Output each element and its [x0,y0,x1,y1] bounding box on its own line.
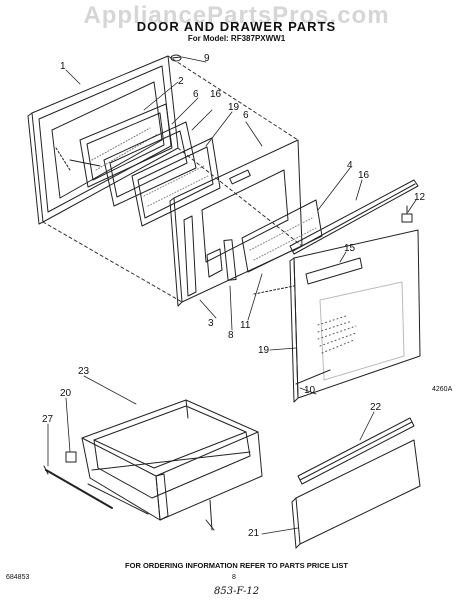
drawer-trim-part-22 [297,417,415,485]
drawer-part-23 [81,399,263,531]
callout-27: 27 [42,414,54,425]
document-number: 684853 [6,574,30,581]
screw-part-9 [170,54,182,62]
door-glass-part-5 [79,103,173,188]
callout-8: 8 [228,330,234,341]
callout-19: 19 [258,345,270,356]
callout-21: 21 [248,528,260,539]
outer-door-assembly [253,229,421,403]
callout-11: 11 [240,320,251,331]
page-letter: 8 [232,574,236,581]
window-glass-part-4 [241,199,323,273]
callout-22: 22 [370,402,382,413]
hinge-bracket-part-12 [401,205,413,223]
callout-6: 6 [243,110,249,121]
vent-dots [317,315,357,354]
inner-door-liner-part-6 [169,139,303,307]
door-trim-part-14 [289,179,419,255]
drawer-front-panel-part-21 [291,439,421,549]
callout-10: 10 [304,385,316,396]
inner-glass-part-17 [131,137,221,227]
callout-14: 16 [358,170,370,181]
leader-lines [47,56,417,535]
callout-9: 9 [204,53,210,64]
callout-2: 2 [178,76,184,87]
callout-3: 3 [208,318,214,329]
callout-12: 12 [414,192,426,203]
callout-20: 20 [60,388,72,399]
drawer-rod-part-27 [43,465,113,509]
ordering-note: FOR ORDERING INFORMATION REFER TO PARTS … [125,561,348,570]
callout-4: 4 [347,160,353,171]
page-title: DOOR AND DRAWER PARTS [136,19,337,34]
handwritten-code: 853-F-12 [214,586,260,597]
callout-17: 19 [228,102,240,113]
callout-5: 6 [193,89,199,100]
outer-door-panel [27,55,179,225]
watermark: AppliancePartsPros.com [83,2,390,29]
drawer-slide-part-20 [65,451,77,463]
projection-outline [42,55,303,303]
model-line: For Model: RF387PXWW1 [187,34,286,43]
door-frame-part-16 [103,121,197,207]
callout-16: 16 [210,89,222,100]
diagram-code: 4260A [432,386,453,393]
callout-1: 1 [60,61,66,72]
callout-15: 15 [344,243,356,254]
callout-23: 23 [78,366,90,377]
